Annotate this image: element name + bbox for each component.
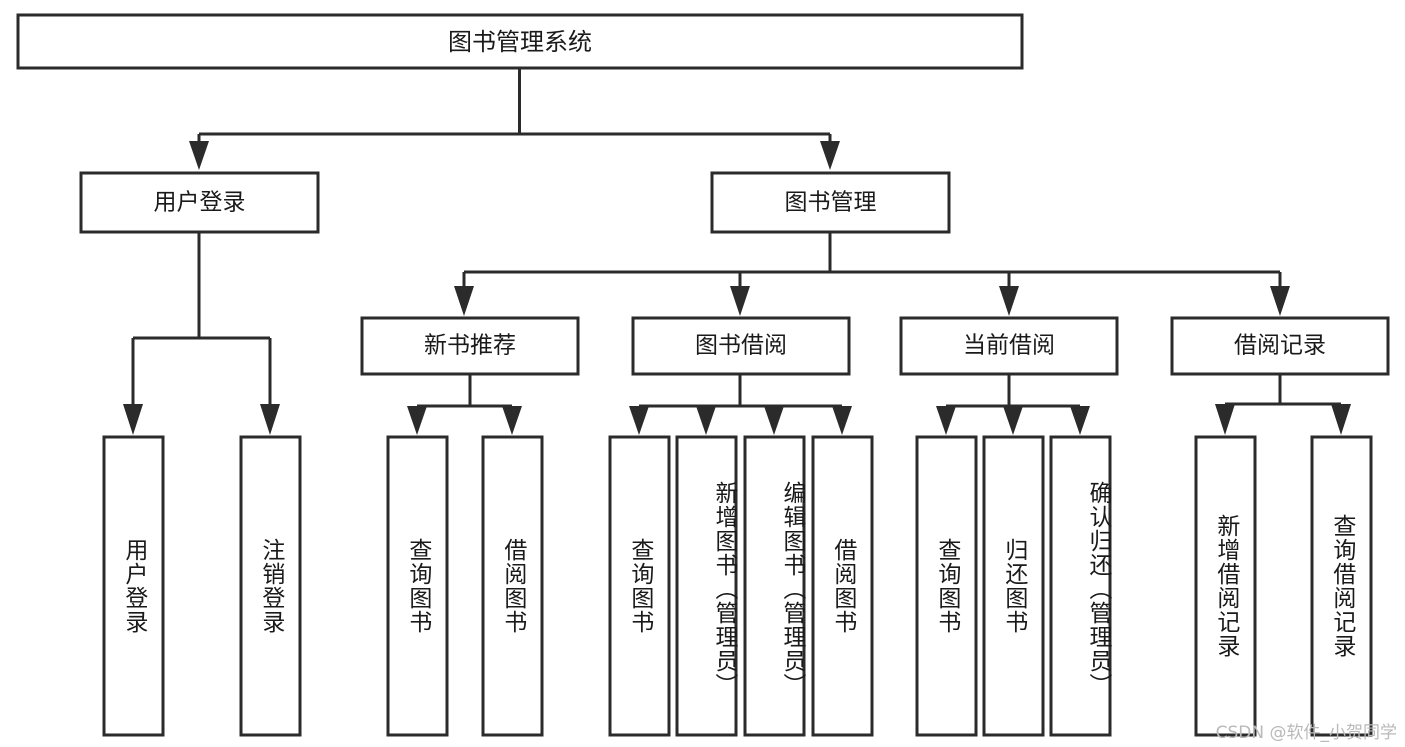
node-borrow-record-box[interactable] <box>1170 316 1390 376</box>
connector-group-book-management <box>454 232 1290 316</box>
arrow-user-leaf1 <box>123 404 143 435</box>
arrow-br-l2 <box>1331 404 1351 435</box>
leaf-box-cb-query[interactable] <box>915 435 978 737</box>
leaf-box-cb-return[interactable] <box>982 435 1045 737</box>
node-book-management-box[interactable] <box>710 171 951 234</box>
arrow-cb-l3 <box>1070 406 1090 435</box>
leaf-box-br-query[interactable] <box>1310 435 1373 737</box>
arrow-root-to-user <box>189 141 209 170</box>
leaf-box-bb-borrow[interactable] <box>811 435 874 737</box>
node-borrow-record-label: 借阅记录 <box>1234 333 1326 359</box>
node-current-borrow-label: 当前借阅 <box>963 333 1055 359</box>
node-book-borrow-label: 图书借阅 <box>695 333 787 359</box>
connector-group-borrow-record <box>1215 374 1351 435</box>
node-user-login-box[interactable] <box>79 171 320 234</box>
arrow-cb-l1 <box>936 406 956 435</box>
leaf-box-br-add[interactable] <box>1194 435 1257 737</box>
node-book-management-label: 图书管理 <box>785 190 877 216</box>
leaf-box-user-login[interactable] <box>102 435 165 737</box>
csdn-watermark: CSDN @软件_小贺同学 <box>1215 723 1397 743</box>
node-root-label: 图书管理系统 <box>448 28 592 56</box>
connector-group-new-book <box>407 374 522 435</box>
arrow-bb-l1 <box>629 406 649 435</box>
arrow-bm-c1 <box>454 286 474 316</box>
connector-group-user-login <box>123 232 280 435</box>
connector-group-book-borrow <box>629 374 852 435</box>
node-new-book-box[interactable] <box>360 316 580 376</box>
leaf-box-bb-edit[interactable] <box>743 435 806 737</box>
connector-group-current-borrow <box>936 374 1090 435</box>
node-root-box[interactable] <box>16 13 1024 70</box>
node-new-book-label: 新书推荐 <box>424 333 516 359</box>
arrow-cb-l2 <box>1003 406 1023 435</box>
leaf-box-nb-borrow[interactable] <box>481 435 544 737</box>
connector-group-root <box>189 68 840 170</box>
node-current-borrow-box[interactable] <box>899 316 1119 376</box>
arrow-root-to-book <box>820 141 840 170</box>
leaf-box-bb-query[interactable] <box>608 435 671 737</box>
node-user-login-label: 用户登录 <box>154 190 246 216</box>
leaf-box-nb-query[interactable] <box>386 435 449 737</box>
arrow-nb-l1 <box>407 406 427 435</box>
arrow-bb-l3 <box>764 406 784 435</box>
arrow-bb-l4 <box>832 406 852 435</box>
node-book-borrow-box[interactable] <box>631 316 851 376</box>
arrow-bb-l2 <box>696 406 716 435</box>
leaf-box-user-logout[interactable] <box>239 435 302 737</box>
arrow-user-leaf2 <box>260 404 280 435</box>
arrow-br-l1 <box>1215 404 1235 435</box>
leaf-box-cb-confirm[interactable] <box>1049 435 1112 737</box>
arrow-nb-l2 <box>502 406 522 435</box>
arrow-bm-c2 <box>730 286 750 316</box>
leaf-box-bb-add[interactable] <box>675 435 738 737</box>
arrow-bm-c4 <box>1270 286 1290 316</box>
arrow-bm-c3 <box>999 286 1019 316</box>
